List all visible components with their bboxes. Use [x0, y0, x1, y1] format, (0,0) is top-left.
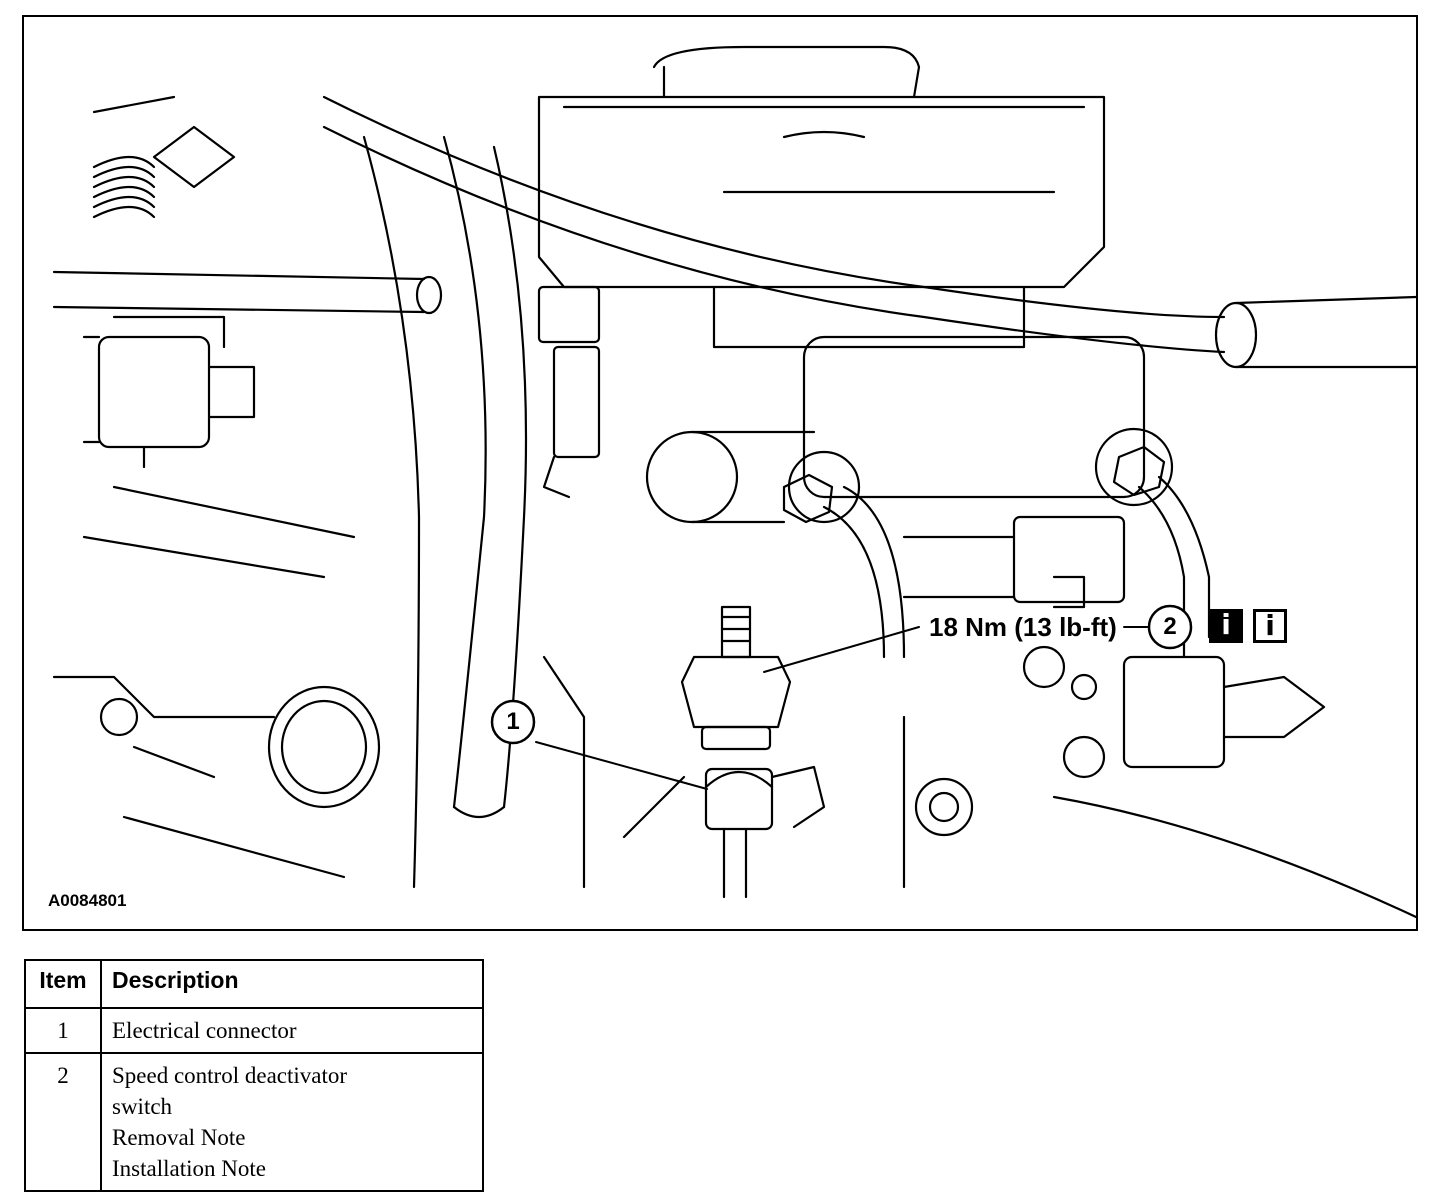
leader-lines [535, 626, 1150, 790]
callout-number-2: 2 [1163, 613, 1177, 640]
torque-spec-label: 18 Nm (13 lb-ft) [929, 612, 1117, 642]
electrical-connector-drawing [704, 765, 826, 899]
header-description: Description [100, 959, 484, 1009]
row-description: Electrical connector [100, 1007, 484, 1054]
installation-note-link[interactable]: Installation Note [112, 1156, 266, 1181]
illustration-frame: 18 Nm (13 lb-ft) 1 2 i i A0084801 [22, 15, 1418, 931]
sensor-connector [537, 285, 601, 499]
lower-right-assembly [902, 645, 1416, 919]
description-line: switch [112, 1094, 173, 1119]
left-tube [52, 270, 443, 315]
callout-circle-2 [1147, 604, 1193, 650]
legend-header-row: Item Description [24, 959, 484, 1009]
removal-note-link[interactable]: Removal Note [112, 1125, 246, 1150]
spring [92, 95, 236, 219]
callout-number-1: 1 [506, 708, 520, 735]
row-item-number: 2 [24, 1052, 102, 1192]
description-line: Speed control deactivator [112, 1063, 348, 1088]
header-item: Item [24, 959, 102, 1009]
figure-id: A0084801 [48, 891, 127, 910]
info-outline-icon[interactable]: i [1253, 609, 1287, 643]
master-cylinder-reservoir [537, 45, 1106, 349]
engine-bay-line-drawing [52, 45, 1416, 919]
row-description: Speed control deactivator switch Removal… [100, 1052, 484, 1192]
table-row: 1 Electrical connector [24, 1007, 484, 1054]
legend-table: Item Description 1 Electrical connector … [24, 959, 484, 1192]
table-row: 2 Speed control deactivator switch Remov… [24, 1052, 484, 1192]
callout-circle-1 [490, 699, 536, 745]
valve-body [645, 335, 1211, 659]
description-line: Electrical connector [112, 1018, 297, 1043]
upper-hose [322, 95, 1416, 369]
info-filled-icon[interactable]: i [1209, 609, 1243, 643]
deactivator-switch-drawing [680, 605, 792, 751]
right-connector [902, 515, 1126, 609]
vertical-hose [362, 135, 528, 889]
lower-left-panel [52, 485, 686, 889]
left-connector [82, 315, 256, 469]
row-item-number: 1 [24, 1007, 102, 1054]
